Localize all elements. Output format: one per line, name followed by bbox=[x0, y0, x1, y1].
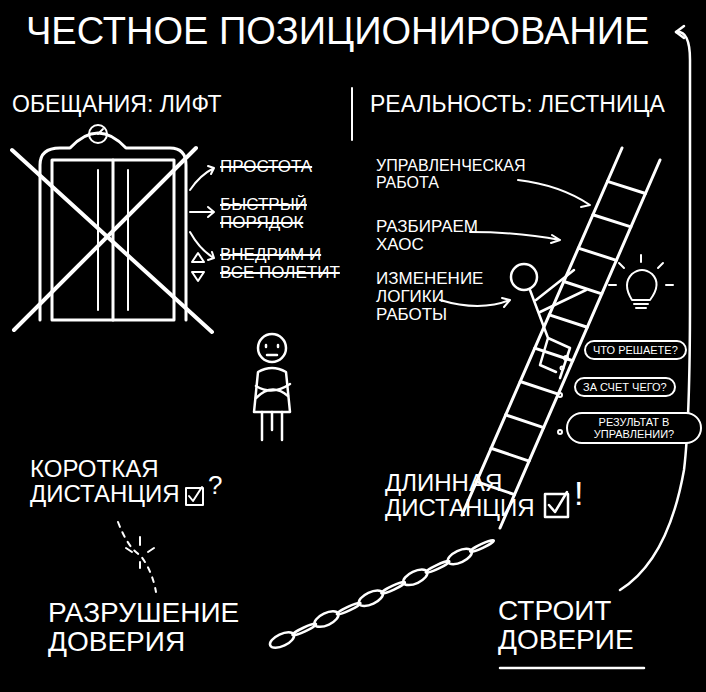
trust-label: СТРОИТ ДОВЕРИЕ bbox=[498, 596, 678, 655]
promise-text: ПРОСТОТА bbox=[220, 158, 350, 176]
chain-link bbox=[469, 539, 494, 554]
bubble-text: РЕЗУЛЬТАТ В УПРАВЛЕНИИ? bbox=[575, 416, 693, 440]
reality-text: ИЗМЕНЕНИЕ ЛОГИКИ РАБОТЫ bbox=[376, 270, 496, 324]
bubble-text: ЧТО РЕШАЕТЕ? bbox=[593, 344, 678, 356]
bubble-text: ЗА СЧЕТ ЧЕГО? bbox=[583, 381, 667, 393]
lightbulb bbox=[609, 255, 673, 308]
mark-symbol: ? bbox=[208, 472, 228, 499]
checkbox-left bbox=[186, 487, 203, 505]
chain-link bbox=[445, 545, 474, 567]
thought-bubble: РЕЗУЛЬТАТ В УПРАВЛЕНИИ? bbox=[566, 412, 702, 444]
ladder-rung bbox=[607, 181, 645, 193]
section-heading: РЕАЛЬНОСТЬ: ЛЕСТНИЦА bbox=[370, 92, 700, 116]
chain-link bbox=[292, 622, 317, 637]
section-heading: ОБЕЩАНИЯ: ЛИФТ bbox=[12, 92, 342, 116]
ladder-rung bbox=[506, 415, 544, 428]
chain-link bbox=[357, 587, 386, 609]
checkbox-right bbox=[545, 492, 568, 517]
trust-label: РАЗРУШЕНИЕ ДОВЕРИЯ bbox=[48, 598, 268, 657]
title: ЧЕСТНОЕ ПОЗИЦИОНИРОВАНИЕ bbox=[26, 12, 649, 52]
distance-label: КОРОТКАЯ ДИСТАНЦИЯ bbox=[30, 456, 180, 506]
chain-link bbox=[336, 601, 361, 616]
thought-bubble: ЧТО РЕШАЕТЕ? bbox=[584, 340, 687, 360]
chain-link bbox=[268, 629, 297, 651]
reality-text: УПРАВЛЕНЧЕСКАЯ РАБОТА bbox=[376, 158, 526, 192]
chain bbox=[268, 539, 495, 651]
climbing-figure bbox=[511, 264, 586, 378]
chain-link bbox=[312, 608, 341, 630]
thought-bubble: ЗА СЧЕТ ЧЕГО? bbox=[574, 377, 676, 397]
ladder-rung bbox=[593, 215, 631, 227]
ladder-rung bbox=[491, 448, 529, 461]
distance-label: ДЛИННАЯ ДИСТАНЦИЯ bbox=[385, 470, 545, 520]
skeptic-figure bbox=[254, 334, 290, 440]
mark-symbol: ! bbox=[574, 476, 594, 512]
ladder-rung bbox=[578, 248, 616, 260]
chain-link bbox=[401, 566, 430, 588]
chain-link bbox=[380, 580, 405, 595]
ladder-rung bbox=[549, 315, 587, 327]
promise-text: ВНЕДРИМ И ВСЕ ПОЛЕТИТ bbox=[220, 246, 345, 282]
reality-text: РАЗБИРАЕМ ХАОС bbox=[376, 218, 486, 254]
chain-link bbox=[425, 560, 450, 575]
promise-text: БЫСТРЫЙ ПОРЯДОК bbox=[220, 196, 340, 232]
elevator bbox=[12, 125, 214, 332]
ladder-rung bbox=[520, 382, 558, 395]
